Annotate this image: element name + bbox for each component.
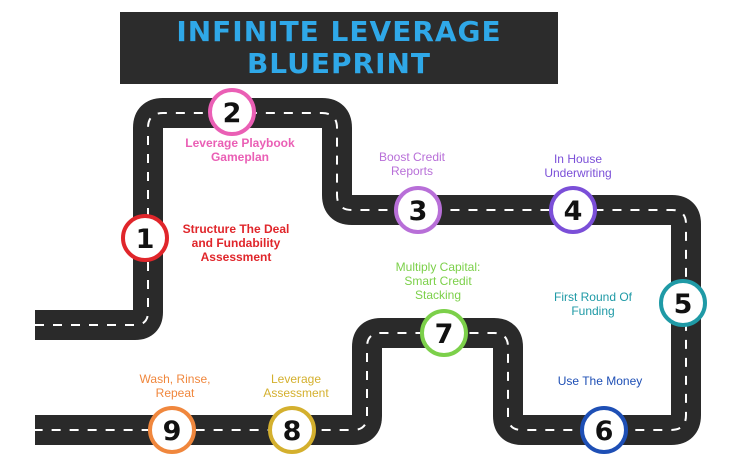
step-marker-ring (549, 186, 597, 234)
title-banner: INFINITE LEVERAGE BLUEPRINT (120, 12, 558, 84)
step-marker-7: 7 (420, 309, 468, 357)
step-marker-1: 1 (121, 214, 169, 262)
step-number: 1 (136, 224, 155, 255)
step-marker-ring (268, 406, 316, 454)
step-label-6: Use The Money (557, 374, 643, 388)
step-marker-6: 6 (580, 406, 628, 454)
step-number: 9 (163, 416, 182, 447)
step-marker-ring (394, 186, 442, 234)
step-marker-ring (420, 309, 468, 357)
step-marker-3: 3 (394, 186, 442, 234)
step-number: 4 (564, 196, 583, 227)
step-label-2: Leverage Playbook Gameplan (185, 136, 295, 164)
step-number: 6 (595, 416, 614, 447)
title-line-1: INFINITE LEVERAGE (176, 15, 502, 48)
step-number: 7 (435, 319, 454, 350)
step-marker-4: 4 (549, 186, 597, 234)
step-marker-ring (580, 406, 628, 454)
step-number: 2 (223, 98, 242, 129)
step-marker-ring (659, 279, 707, 327)
step-number: 5 (674, 289, 693, 320)
step-label-7: Multiply Capital: Smart Credit Stacking (395, 260, 481, 302)
step-marker-ring (208, 88, 256, 136)
step-marker-ring (121, 214, 169, 262)
step-number: 8 (283, 416, 302, 447)
step-label-8: Leverage Assessment (263, 372, 329, 400)
title-line-2: BLUEPRINT (246, 47, 432, 80)
step-marker-9: 9 (148, 406, 196, 454)
step-label-3: Boost Credit Reports (378, 150, 446, 178)
step-label-1: Structure The Deal and Fundability Asses… (182, 222, 290, 264)
step-marker-8: 8 (268, 406, 316, 454)
step-marker-2: 2 (208, 88, 256, 136)
step-label-4: In House Underwriting (544, 152, 612, 180)
step-label-5: First Round Of Funding (553, 290, 633, 318)
step-number: 3 (409, 196, 428, 227)
step-marker-5: 5 (659, 279, 707, 327)
step-label-9: Wash, Rinse, Repeat (139, 372, 211, 400)
step-marker-ring (148, 406, 196, 454)
